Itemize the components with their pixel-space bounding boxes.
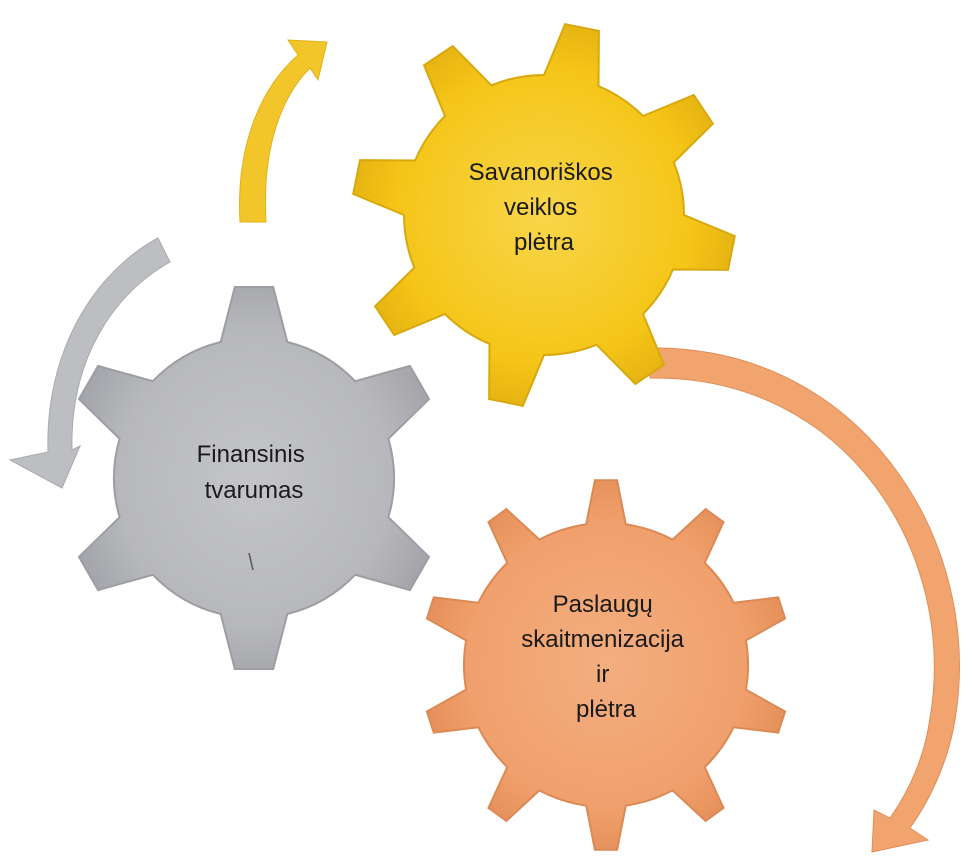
gear-finansinis: Finansinis tvarumas	[77, 286, 431, 670]
gear-paslaugu: Paslaugų skaitmenizacija ir plėtra	[425, 479, 787, 851]
gear-paslaugu-line-4: plėtra	[576, 696, 637, 723]
gear-savanoriskos: Savanoriškos veiklos plėtra	[352, 23, 736, 407]
gear-paslaugu-line-2: skaitmenizacija	[521, 626, 684, 653]
arrow-yellow	[239, 39, 328, 223]
gear-savanoriskos-shape	[352, 23, 736, 407]
gear-paslaugu-label: Paslaugų skaitmenizacija ir plėtra	[521, 591, 690, 723]
gear-savanoriskos-line-1: Savanoriškos	[469, 159, 613, 186]
arrow-orange	[649, 347, 960, 853]
gear-paslaugu-shape	[425, 479, 787, 851]
gear-finansinis-shape	[77, 286, 431, 670]
gear-finansinis-label: Finansinis tvarumas	[197, 441, 312, 504]
gear-savanoriskos-line-2: veiklos	[504, 194, 577, 221]
arrow-yellow-shape	[239, 39, 328, 223]
gear-savanoriskos-line-3: plėtra	[514, 229, 575, 256]
arrow-gray	[8, 237, 171, 489]
gear-savanoriskos-label: Savanoriškos veiklos plėtra	[469, 159, 620, 256]
gear-finansinis-line-2: tvarumas	[205, 477, 304, 504]
gear-finansinis-line-1: Finansinis	[197, 441, 305, 468]
arrow-orange-shape	[649, 347, 960, 853]
gear-paslaugu-line-1: Paslaugų	[553, 591, 653, 618]
arrow-gray-shape	[8, 237, 171, 489]
gear-paslaugu-line-3: ir	[596, 661, 609, 688]
gear-finansinis-mark	[248, 552, 254, 571]
